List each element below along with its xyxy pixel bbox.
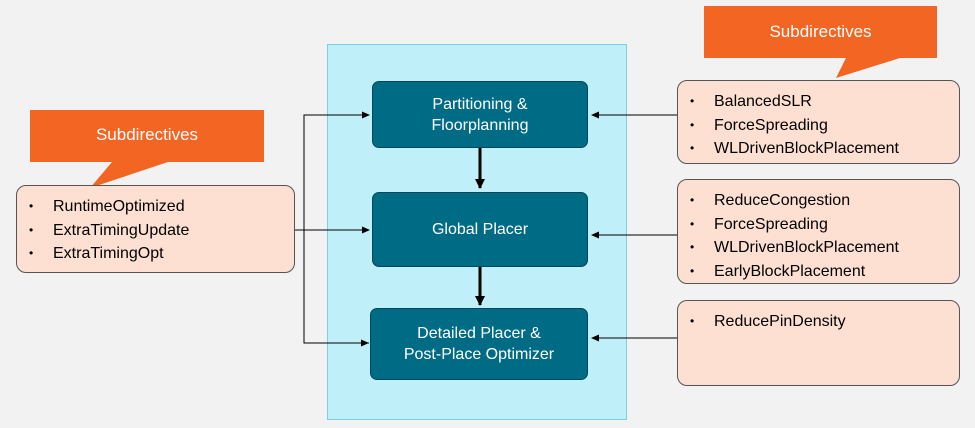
list-item: •RuntimeOptimized [17, 195, 294, 219]
stage-label-line: Global Placer [431, 221, 529, 238]
list-item: •EarlyBlockPlacement [678, 260, 959, 284]
list-item: •WLDrivenBlockPlacement [678, 236, 959, 260]
bullet-icon: • [690, 240, 695, 254]
stage-detailed-placer: Detailed Placer & Post-Place Optimizer [370, 308, 588, 380]
detailed-placer-subdirectives-list: •ReducePinDensity [677, 300, 960, 386]
bullet-icon: • [29, 199, 34, 213]
stage-global-placer: Global Placer [372, 192, 588, 267]
stage-label-line: Partitioning & [432, 95, 528, 113]
partitioning-subdirectives-list: •BalancedSLR •ForceSpreading •WLDrivenBl… [677, 80, 960, 164]
bullet-icon: • [690, 141, 695, 155]
left-subdirectives-list: •RuntimeOptimized •ExtraTimingUpdate •Ex… [16, 185, 295, 273]
bullet-icon: • [690, 314, 695, 328]
left-connector-bracket [303, 111, 370, 344]
list-item: •WLDrivenBlockPlacement [678, 137, 959, 161]
list-item: •ForceSpreading [678, 114, 959, 138]
global-placer-subdirectives-list: •ReduceCongestion •ForceSpreading •WLDri… [677, 179, 960, 284]
list-item: •BalancedSLR [678, 90, 959, 114]
bullet-icon: • [29, 222, 34, 237]
bullet-icon: • [690, 117, 695, 132]
stage-label-line: Detailed Placer & [417, 325, 541, 342]
stage-label-line: Floorplanning [431, 116, 529, 134]
list-item: •ReduceCongestion [678, 189, 959, 213]
left-callout-shape [30, 110, 264, 188]
list-item: •ExtraTimingOpt [17, 242, 294, 266]
right-callout-label: Subdirectives [769, 22, 872, 41]
stage-partitioning-floorplanning: Partitioning & Floorplanning [372, 81, 588, 148]
list-item: •ForceSpreading [678, 213, 959, 237]
bullet-icon: • [29, 246, 34, 260]
bullet-icon: • [690, 263, 695, 278]
bullet-icon: • [690, 94, 695, 108]
bullet-icon: • [690, 193, 695, 207]
left-callout-label: Subdirectives [95, 125, 199, 144]
right-callout-shape [704, 6, 937, 78]
list-item: •ExtraTimingUpdate [17, 219, 294, 243]
list-item: •ReducePinDensity [678, 310, 959, 334]
bullet-icon: • [690, 216, 695, 231]
stage-label-line: Post-Place Optimizer [403, 346, 555, 363]
